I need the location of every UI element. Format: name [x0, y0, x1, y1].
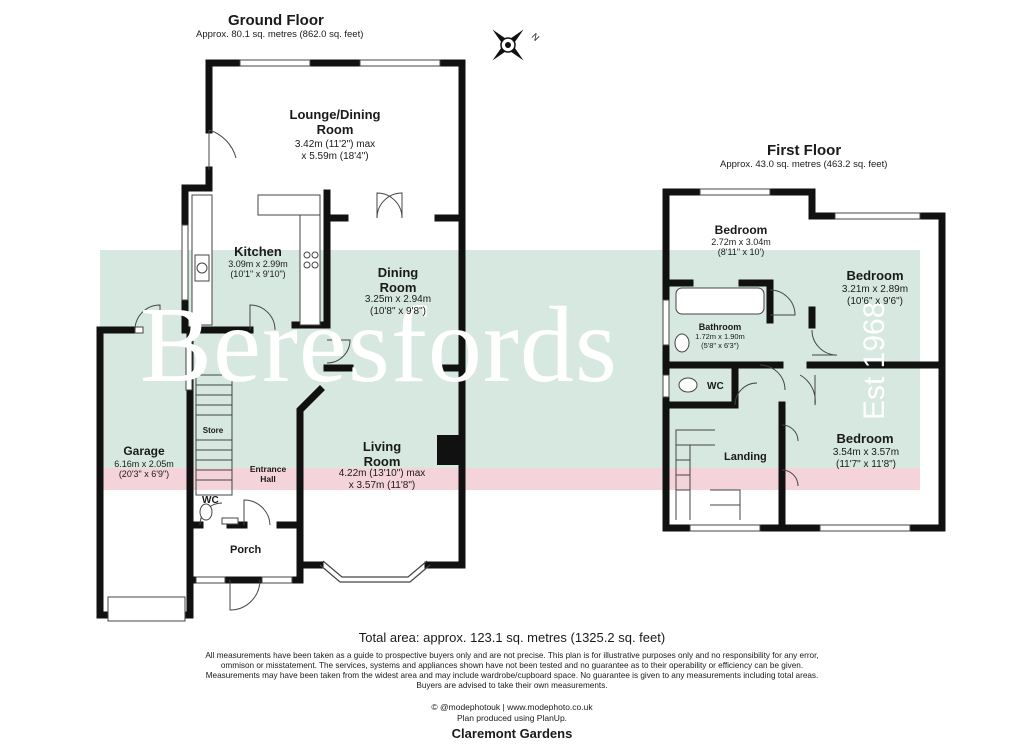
first-floor-windows	[662, 188, 921, 532]
dining-dims: 3.25m x 2.94m (10'8" x 9'8")	[348, 294, 448, 317]
bedroom2-name: Bedroom	[846, 268, 904, 283]
watermark-brand: Beresfords	[140, 286, 618, 405]
first-floor-fixtures	[674, 287, 765, 393]
ground-floor-area: Approx. 80.1 sq. metres (862.0 sq. feet)	[196, 29, 364, 40]
watermark-stripe	[100, 468, 920, 490]
ground-wc-fixtures	[199, 503, 239, 525]
living-name-text: Living Room	[362, 439, 402, 469]
bedroom3-dims-text: 3.54m x 3.57m (11'7" x 11'8")	[832, 447, 900, 470]
ground-floor-stairs	[195, 374, 233, 496]
garage-dims-text: 6.16m x 2.05m (20'3" x 6'9")	[114, 459, 174, 480]
entrance-hall-name: Entrance Hall	[238, 464, 298, 485]
living-dims-text: 4.22m (13'10") max x 3.57m (11'8")	[338, 468, 426, 491]
bedroom1-name: Bedroom	[714, 223, 768, 237]
bedroom1-dims: 2.72m x 3.04m (8'11" x 10')	[700, 237, 782, 258]
landing-name: Landing	[724, 451, 767, 463]
chimney-breast	[437, 435, 462, 465]
bathroom-name: Bathroom	[698, 322, 742, 332]
bay-window	[319, 560, 431, 583]
store-name: Store	[202, 426, 224, 435]
compass-icon	[492, 29, 524, 61]
kitchen-name: Kitchen	[234, 244, 282, 259]
ground-floor-title: Ground Floor	[228, 12, 324, 29]
disclaimer-text: All measurements have been taken as a gu…	[205, 651, 819, 690]
bathroom-dims-text: 1.72m x 1.90m (5'8" x 6'3")	[695, 332, 745, 350]
bedroom3-dims: 3.54m x 3.57m (11'7" x 11'8")	[818, 447, 914, 470]
kitchen-dims-text: 3.09m x 2.99m (10'1" x 9'10")	[228, 259, 288, 280]
credit-line-2: Plan produced using PlanUp.	[456, 713, 568, 723]
bedroom1-dims-text: 2.72m x 3.04m (8'11" x 10')	[711, 237, 771, 258]
ground-floor-doors	[134, 129, 403, 611]
dining-name-text: Dining Room	[377, 265, 419, 295]
dining-dims-text: 3.25m x 2.94m (10'8" x 9'8")	[364, 294, 432, 317]
garage-name: Garage	[123, 444, 165, 458]
credit-line-1: © @modephotouk | www.modephoto.co.uk	[431, 702, 593, 712]
lounge-dims: 3.42m (11'2") max x 5.59m (18'4")	[270, 139, 400, 162]
first-wc-name: WC	[707, 381, 724, 392]
porch-name: Porch	[230, 544, 262, 556]
lounge-name-text: Lounge/Dining Room	[289, 107, 381, 137]
bedroom3-name: Bedroom	[836, 431, 894, 446]
lounge-dims-text: 3.42m (11'2") max x 5.59m (18'4")	[294, 139, 376, 162]
first-floor-area: Approx. 43.0 sq. metres (463.2 sq. feet)	[720, 159, 888, 170]
first-floor-title: First Floor	[767, 142, 842, 159]
bedroom2-dims: 3.21m x 2.89m (10'6" x 9'6")	[826, 284, 924, 307]
bedroom2-dims-text: 3.21m x 2.89m (10'6" x 9'6")	[841, 284, 909, 307]
garage-dims: 6.16m x 2.05m (20'3" x 6'9")	[102, 459, 186, 480]
first-floor-stairs	[675, 429, 741, 520]
dining-name: Dining Room	[358, 265, 438, 296]
living-name: Living Room	[342, 439, 422, 470]
bathroom-dims: 1.72m x 1.90m (5'8" x 6'3")	[690, 332, 750, 350]
total-area: Total area: approx. 123.1 sq. metres (13…	[358, 630, 666, 645]
watermark-est: Est 1968	[858, 301, 891, 420]
first-floor-doors	[734, 289, 838, 487]
entrance-hall-name-text: Entrance Hall	[249, 464, 287, 484]
kitchen-dims: 3.09m x 2.99m (10'1" x 9'10")	[208, 259, 308, 280]
property-name: Claremont Gardens	[451, 726, 573, 741]
kitchen-units	[191, 194, 321, 326]
living-dims: 4.22m (13'10") max x 3.57m (11'8")	[320, 468, 444, 491]
lounge-name: Lounge/Dining Room	[270, 107, 400, 138]
ground-wc-name: WC	[202, 495, 219, 506]
ground-floor-windows	[107, 59, 441, 622]
disclaimer: All measurements have been taken as a gu…	[0, 651, 1024, 690]
